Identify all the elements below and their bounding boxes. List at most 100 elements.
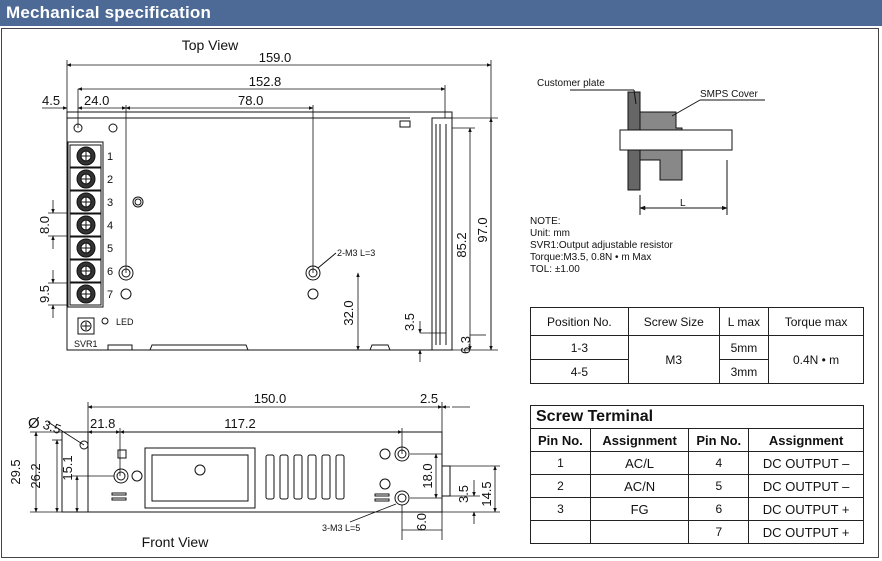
terminal-number: 3 — [107, 197, 113, 209]
dim-18: 18.0 — [420, 463, 435, 488]
terminal-block — [67, 141, 104, 308]
drawing-frame — [1, 28, 879, 558]
dim-150: 150.0 — [254, 391, 287, 406]
table-header: Torque max — [768, 307, 864, 336]
svr1-potentiometer — [77, 317, 109, 335]
front-screw-note: 3-M3 L=5 — [322, 523, 360, 533]
dim-85-2: 85.2 — [454, 232, 469, 257]
table-header: Position No. — [530, 307, 629, 336]
table-header: Assignment — [748, 428, 864, 452]
pin-cell: 3 — [530, 497, 591, 521]
top-view-holes — [73, 123, 321, 300]
section-header: Mechanical specification — [0, 0, 882, 26]
dim-3-5-top: 3.5 — [402, 313, 417, 331]
position-cell: 1-3 — [530, 335, 629, 360]
dim-159: 159.0 — [259, 50, 292, 65]
customer-plate-label: Customer plate — [537, 78, 605, 89]
assignment-cell: DC OUTPUT – — [748, 451, 864, 475]
top-screw-note: 2-M3 L=3 — [337, 248, 375, 258]
dim-3-5-dia: 3.5 — [41, 417, 63, 437]
pin-cell: 1 — [530, 451, 591, 475]
table-header: L max — [718, 307, 770, 336]
dim-78: 78.0 — [238, 93, 263, 108]
front-view-title: Front View — [142, 534, 210, 550]
svr1-label: SVR1 — [74, 339, 98, 349]
dim-3-5-front: 3.5 — [456, 485, 471, 503]
section-title: Mechanical specification — [6, 3, 212, 22]
dim-6: 6.0 — [414, 513, 429, 531]
assignment-cell: FG — [589, 497, 690, 521]
dim-24: 24.0 — [84, 93, 109, 108]
notes-block: NOTE: Unit: mm SVR1:Output adjustable re… — [530, 216, 673, 276]
dim-8: 8.0 — [37, 216, 52, 234]
terminal-number: 1 — [107, 151, 113, 163]
assignment-cell — [589, 520, 690, 544]
note-line: TOL: ±1.00 — [530, 264, 580, 275]
top-dimension-labels: 159.0 152.8 4.5 24.0 78.0 85.2 97.0 8.0 … — [37, 50, 490, 354]
pin-cell: 6 — [688, 497, 750, 521]
table-header: Pin No. — [688, 428, 750, 452]
screw-terminal-table: Screw Terminal Pin No. Assignment Pin No… — [530, 405, 864, 544]
front-dimension-lines — [30, 402, 500, 540]
table-row: 3 FG 6 DC OUTPUT + — [530, 497, 864, 521]
screw-size-cell: M3 — [627, 335, 720, 384]
table-row: 1-3 M3 5mm 0.4N • m — [530, 335, 864, 384]
pin-cell: 5 — [688, 474, 750, 498]
l-max-cell: 5mm — [718, 335, 770, 360]
diameter-symbol: Ø — [28, 415, 40, 432]
dim-32: 32.0 — [341, 300, 356, 325]
top-view-body — [66, 111, 453, 351]
l-label: L — [680, 198, 686, 209]
dim-97: 97.0 — [475, 217, 490, 242]
dim-14-5: 14.5 — [479, 481, 494, 506]
table-header: Assignment — [589, 428, 690, 452]
front-view-body — [61, 431, 451, 513]
assignment-cell: DC OUTPUT – — [748, 474, 864, 498]
assignment-cell: DC OUTPUT + — [748, 520, 864, 544]
front-dimension-labels: 150.0 2.5 Ø 3.5 21.8 117.2 29.5 26.2 15.… — [8, 391, 494, 531]
assignment-cell: AC/L — [589, 451, 690, 475]
table-header: Pin No. — [530, 428, 591, 452]
led-label: LED — [116, 317, 134, 327]
assignment-cell: DC OUTPUT + — [748, 497, 864, 521]
dim-15-1: 15.1 — [60, 455, 75, 480]
torque-table: Position No. Screw Size L max Torque max… — [530, 307, 864, 384]
dim-9-5: 9.5 — [37, 285, 52, 303]
pin-cell: 4 — [688, 451, 750, 475]
top-view-title: Top View — [182, 37, 239, 53]
mounting-detail — [570, 89, 765, 215]
pin-cell: 7 — [688, 520, 750, 544]
leader-line — [317, 252, 337, 269]
dim-2-5: 2.5 — [420, 391, 438, 406]
dim-6-3: 6.3 — [458, 336, 473, 354]
table-row: 4-5 3mm — [530, 359, 864, 384]
assignment-cell: AC/N — [589, 474, 690, 498]
dim-152-8: 152.8 — [249, 74, 282, 89]
dim-29-5: 29.5 — [8, 459, 23, 484]
dim-21-8: 21.8 — [90, 416, 115, 431]
note-line: SVR1:Output adjustable resistor — [530, 240, 673, 251]
terminal-numbers: 1 2 3 4 5 6 7 — [107, 151, 113, 301]
dim-26-2: 26.2 — [28, 463, 43, 488]
terminal-number: 4 — [107, 220, 113, 232]
note-line: Torque:M3.5, 0.8N • m Max — [530, 252, 652, 263]
position-cell: 4-5 — [530, 359, 629, 384]
terminal-number: 6 — [107, 266, 113, 278]
pin-cell — [530, 520, 591, 544]
terminal-number: 5 — [107, 243, 113, 255]
table-header: Screw Size — [627, 307, 720, 336]
screw-terminal-title: Screw Terminal — [530, 405, 864, 429]
top-dimension-lines — [42, 60, 498, 362]
note-line: Unit: mm — [530, 228, 570, 239]
table-row: 1 AC/L 4 DC OUTPUT – — [530, 451, 864, 475]
torque-cell: 0.4N • m — [768, 335, 864, 384]
dim-4-5: 4.5 — [42, 93, 60, 108]
terminal-number: 2 — [107, 174, 113, 186]
dim-117-2: 117.2 — [224, 416, 256, 431]
pin-cell: 2 — [530, 474, 591, 498]
smps-cover-label: SMPS Cover — [700, 89, 758, 100]
table-row: 2 AC/N 5 DC OUTPUT – — [530, 474, 864, 498]
table-row: 7 DC OUTPUT + — [530, 520, 864, 544]
l-max-cell: 3mm — [718, 359, 770, 384]
